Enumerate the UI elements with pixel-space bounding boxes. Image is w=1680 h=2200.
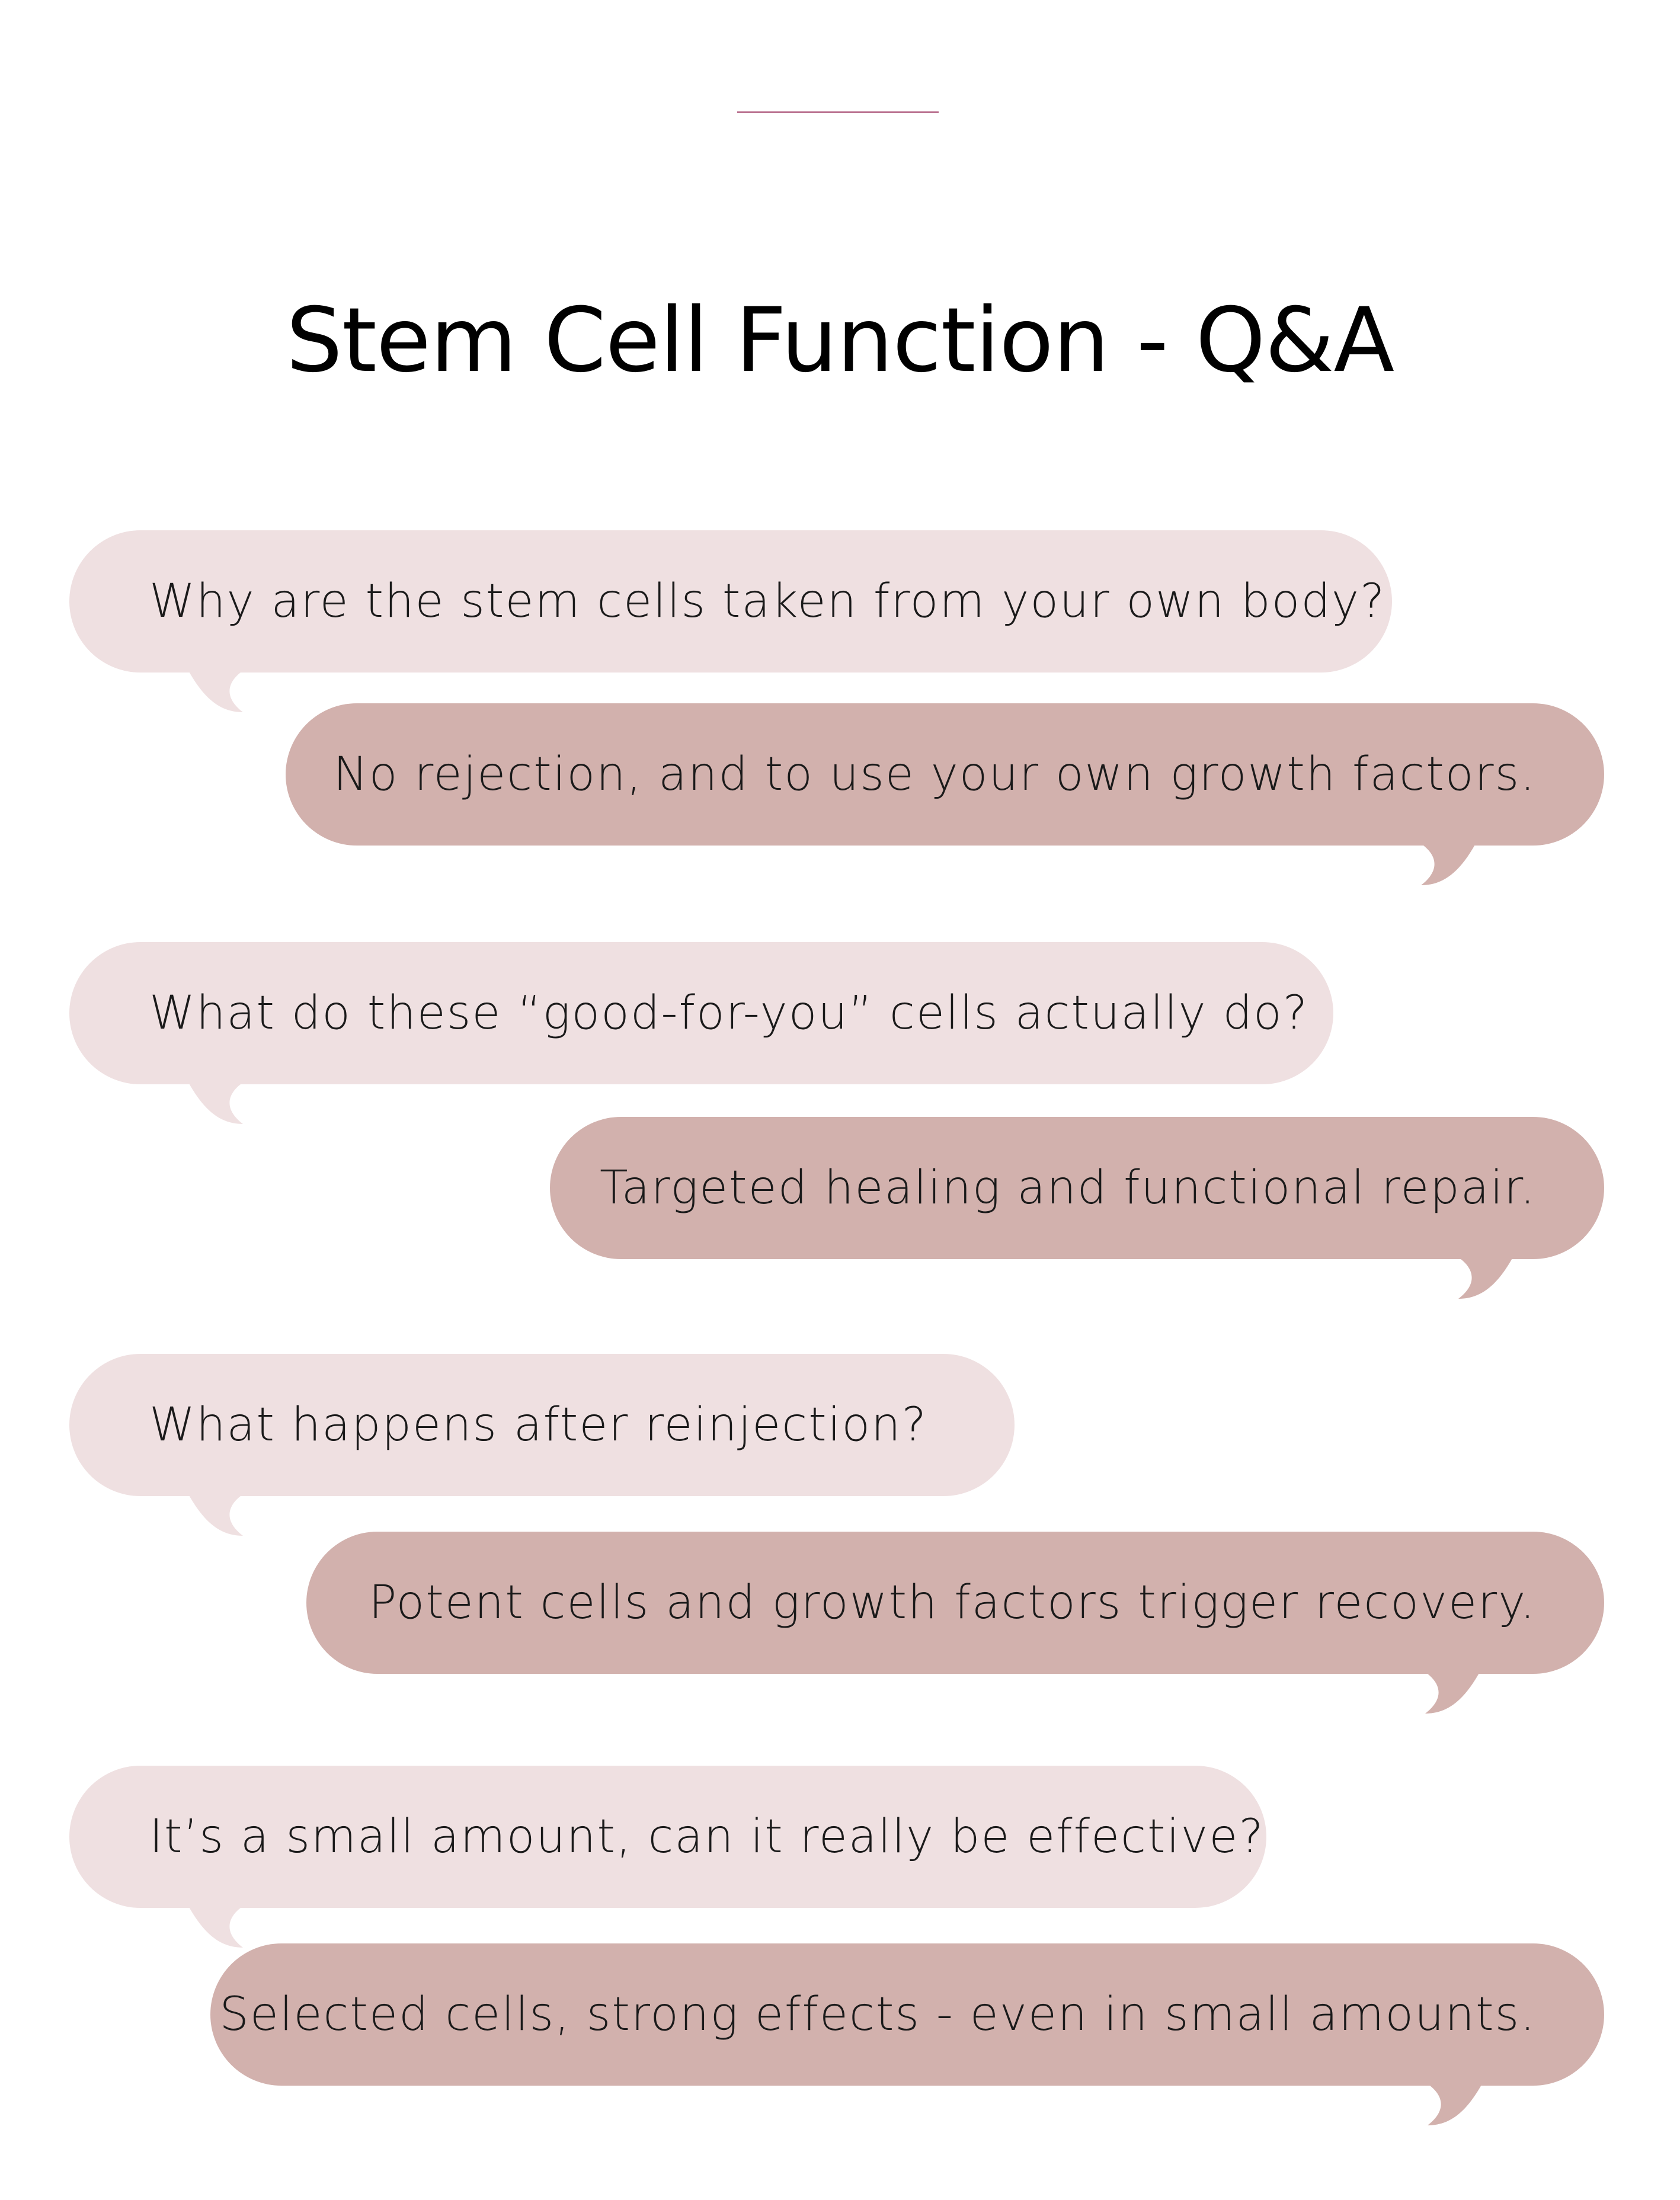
answer-tail-2 bbox=[1458, 1257, 1513, 1299]
question-bubble-4: It’s a small amount, can it really be ef… bbox=[69, 1766, 1266, 1908]
page-title: Stem Cell Function - Q&A bbox=[286, 289, 1394, 392]
question-text-4: It’s a small amount, can it really be ef… bbox=[149, 1810, 1265, 1863]
question-bubble-1: Why are the stem cells taken from your o… bbox=[69, 530, 1392, 673]
question-text-2: What do these “good-for-you” cells actua… bbox=[149, 987, 1309, 1040]
question-text-1: Why are the stem cells taken from your o… bbox=[149, 575, 1386, 628]
answer-tail-4 bbox=[1428, 2084, 1482, 2125]
question-text-3: What happens after reinjection? bbox=[149, 1398, 927, 1452]
question-tail-3 bbox=[188, 1494, 243, 1536]
accent-line bbox=[737, 111, 939, 113]
answer-bubble-1: No rejection, and to use your own growth… bbox=[286, 703, 1604, 846]
question-bubble-3: What happens after reinjection? bbox=[69, 1354, 1015, 1496]
question-tail-1 bbox=[188, 671, 243, 712]
answer-text-3: Potent cells and growth factors trigger … bbox=[369, 1576, 1536, 1629]
question-bubble-2: What do these “good-for-you” cells actua… bbox=[69, 942, 1333, 1084]
answer-bubble-2: Targeted healing and functional repair. bbox=[550, 1117, 1604, 1259]
question-tail-4 bbox=[188, 1906, 243, 1948]
answer-bubble-4: Selected cells, strong effects - even in… bbox=[210, 1943, 1604, 2086]
answer-text-1: No rejection, and to use your own growth… bbox=[333, 748, 1536, 801]
answer-text-4: Selected cells, strong effects - even in… bbox=[219, 1988, 1536, 2041]
answer-tail-1 bbox=[1421, 844, 1476, 885]
answer-text-2: Targeted healing and functional repair. bbox=[600, 1161, 1536, 1215]
question-tail-2 bbox=[188, 1083, 243, 1124]
answer-bubble-3: Potent cells and growth factors trigger … bbox=[306, 1532, 1604, 1674]
answer-tail-3 bbox=[1425, 1672, 1480, 1714]
